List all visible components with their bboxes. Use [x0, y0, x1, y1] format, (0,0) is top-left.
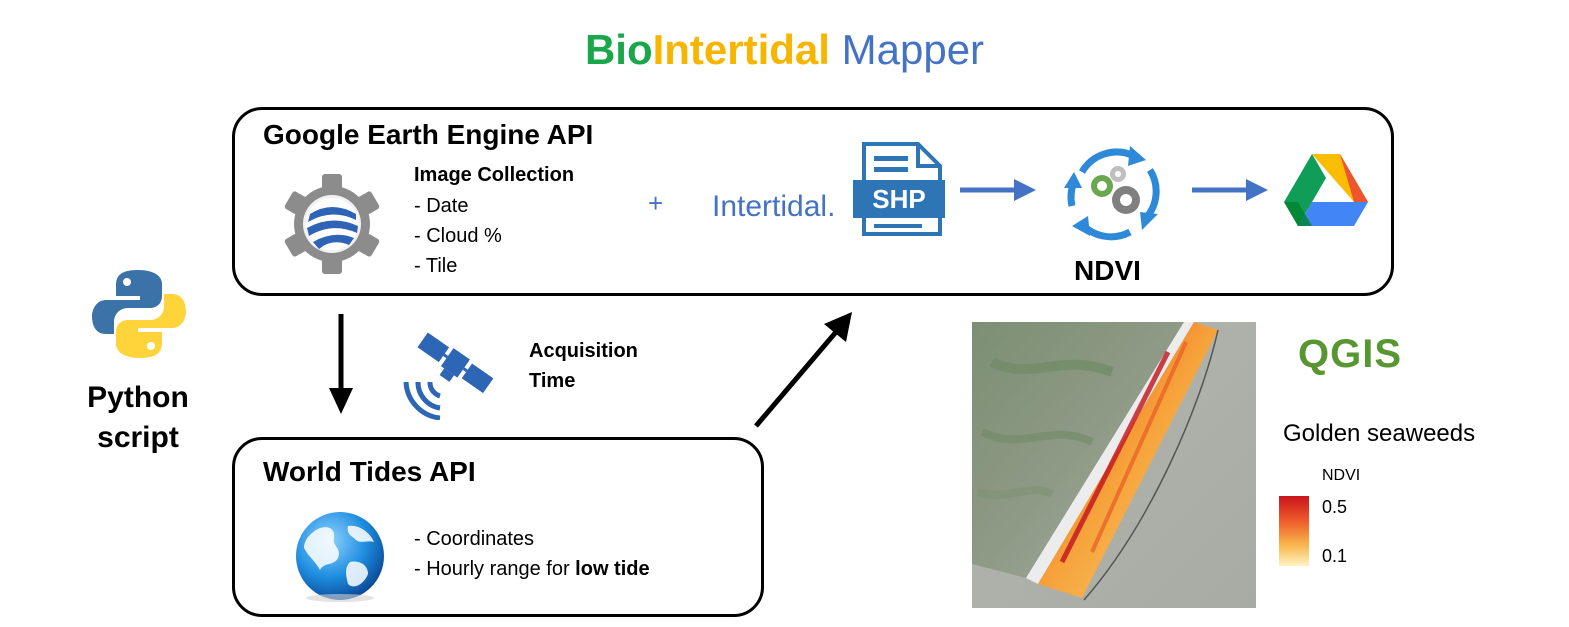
collection-item-cloud: - Cloud % — [414, 225, 502, 247]
ndvi-process-icon — [1060, 140, 1166, 246]
ndvi-map-image — [972, 322, 1256, 608]
earth-engine-icon — [282, 170, 382, 278]
arrow-shp-to-ndvi — [958, 178, 1038, 202]
collection-item-tile: - Tile — [414, 255, 458, 277]
title-intertidal: Intertidal — [652, 26, 830, 73]
satellite-icon — [400, 314, 508, 420]
intertidal-label: Intertidal. — [712, 190, 836, 223]
arrow-gee-to-tides — [326, 312, 356, 416]
ndvi-label: NDVI — [1074, 255, 1141, 286]
collection-item-date: - Date — [414, 195, 469, 217]
python-logo-icon — [92, 268, 186, 360]
tides-item-low-tide: low tide — [575, 558, 650, 580]
tides-item-hourly: - Hourly range for low tide — [414, 554, 650, 584]
title-mapper: Mapper — [841, 26, 985, 73]
legend-max-value: 0.5 — [1322, 497, 1348, 517]
arrow-ndvi-to-drive — [1190, 178, 1270, 202]
legend-title: NDVI — [1322, 467, 1361, 484]
python-label-line1: Python — [87, 381, 189, 414]
page-title: BioIntertidal Mapper — [0, 22, 1569, 78]
arrow-tides-to-gee — [752, 310, 856, 430]
gee-box — [232, 107, 1394, 296]
acquisition-line2: Time — [529, 370, 576, 392]
gee-title: Google Earth Engine API — [263, 119, 594, 150]
shp-label: SHP — [872, 184, 925, 214]
image-collection-label: Image Collection — [414, 164, 575, 186]
google-drive-icon — [1284, 152, 1368, 228]
plus-sign: + — [648, 188, 664, 218]
acquisition-time-label: Acquisition Time — [529, 336, 638, 396]
layer-name-label: Golden seaweeds — [1283, 420, 1476, 447]
tides-title: World Tides API — [263, 456, 476, 487]
ndvi-color-ramp — [1279, 496, 1309, 566]
acquisition-line1: Acquisition — [529, 340, 638, 362]
shp-file-icon: SHP — [850, 140, 950, 240]
globe-icon — [290, 510, 394, 602]
title-bio: Bio — [584, 26, 653, 73]
tides-item-coordinates: - Coordinates — [414, 528, 535, 550]
tides-item-hourly-text: - Hourly range for — [414, 558, 576, 580]
legend-min-value: 0.1 — [1322, 546, 1348, 566]
python-label-line2: script — [97, 421, 179, 454]
python-script-label: Python script — [70, 378, 206, 458]
qgis-logo: QGIS — [1298, 332, 1403, 376]
